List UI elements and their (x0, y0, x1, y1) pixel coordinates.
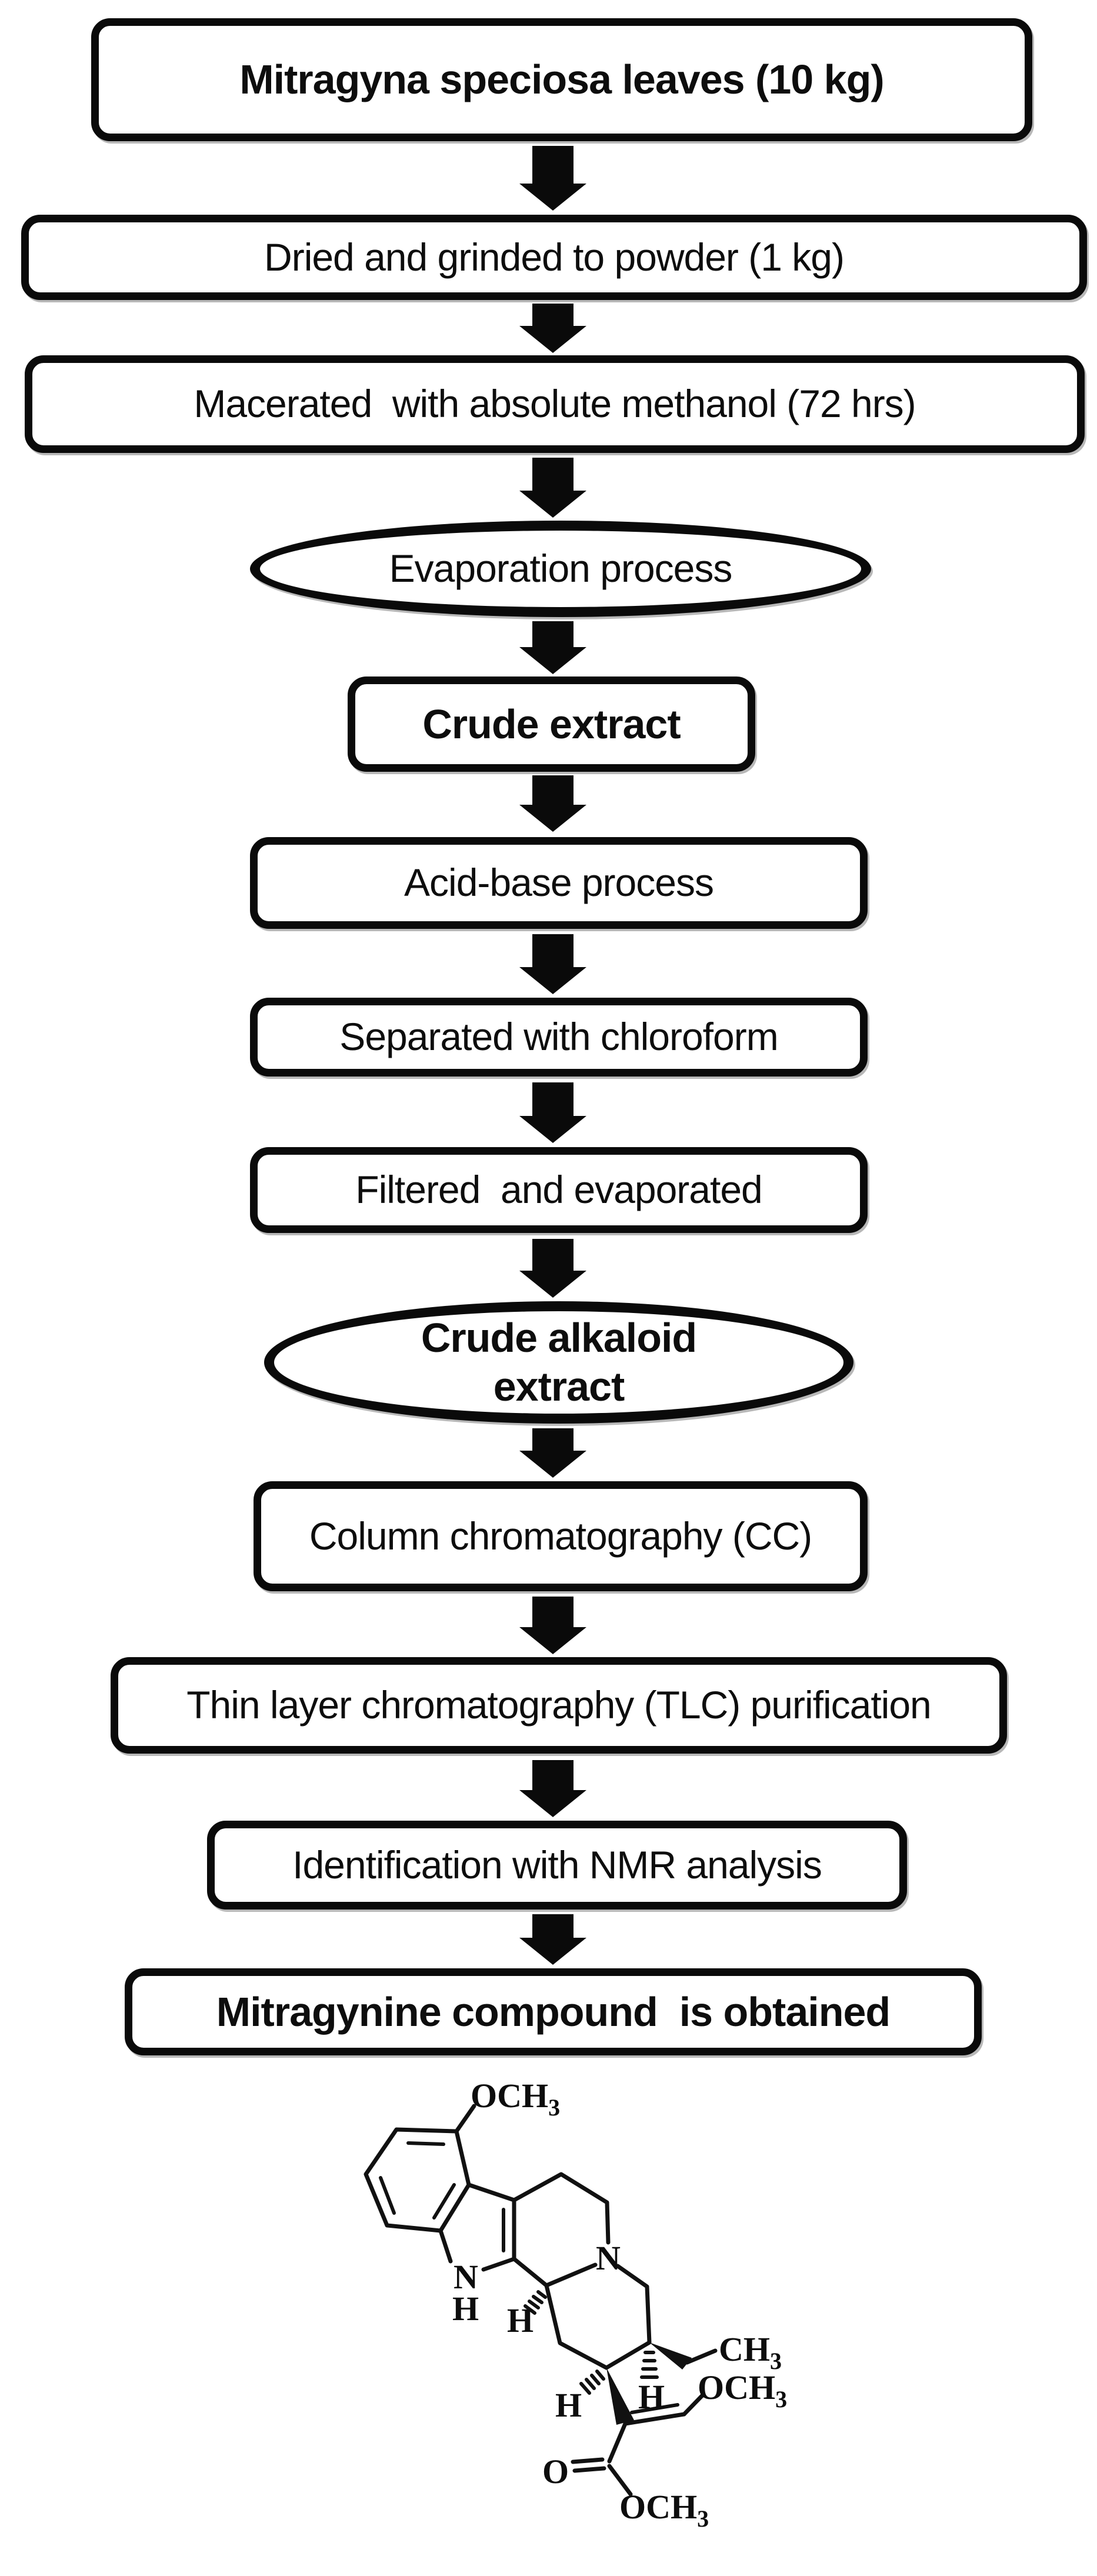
flow-node-label: Column chromatography (CC) (309, 1514, 812, 1558)
flow-node-leaves: Mitragyna speciosa leaves (10 kg) (91, 18, 1032, 141)
atom-label-h-c20: H (638, 2378, 665, 2416)
ring-c-bond (512, 2172, 611, 2245)
down-arrow (519, 458, 586, 518)
flow-node-label: Separated with chloroform (339, 1015, 778, 1059)
flow-node-acid-base: Acid-base process (250, 837, 868, 929)
stereo-hash-bond (640, 2351, 659, 2379)
flow-node-crude-extract: Crude extract (348, 677, 755, 772)
down-arrow (519, 934, 586, 994)
enol-double-bond (623, 2412, 686, 2426)
ester-o-bond (607, 2464, 633, 2497)
flow-node-filtered: Filtered and evaporated (250, 1147, 868, 1233)
aromatic-inner-bond (406, 2141, 445, 2146)
ethyl-bond (685, 2348, 718, 2365)
flow-node-label: Mitragyna speciosa leaves (10 kg) (239, 56, 884, 103)
down-arrow (519, 775, 586, 832)
atom-label-h-c3: H (507, 2301, 534, 2340)
flow-node-label: Mitragynine compound is obtained (216, 1988, 891, 2035)
flow-node-separated: Separated with chloroform (250, 998, 868, 1077)
flow-node-label: Identification with NMR analysis (292, 1842, 822, 1887)
flow-node-label: Crude extract (422, 701, 681, 747)
flow-node-label: Filtered and evaporated (355, 1168, 762, 1212)
atom-label-och3-enol: OCH3 (698, 2368, 787, 2412)
methoxy-bond (454, 2104, 476, 2134)
carbonyl-double-bond (571, 2457, 605, 2464)
atom-label-ch3-ethyl: CH3 (719, 2330, 782, 2374)
flow-node-label: Macerated with absolute methanol (72 hrs… (194, 382, 916, 426)
flow-node-tlc-purification: Thin layer chromatography (TLC) purifica… (111, 1657, 1007, 1754)
wedge-bond-ethyl (649, 2342, 692, 2370)
flow-node-column-chromatography: Column chromatography (CC) (254, 1481, 868, 1591)
atom-label-och3-top: OCH3 (471, 2082, 560, 2121)
flow-node-evaporation: Evaporation process (250, 521, 871, 617)
atom-label-h-indole: H (452, 2290, 479, 2328)
atom-label-h-c15: H (555, 2386, 582, 2424)
flow-node-macerated: Macerated with absolute methanol (72 hrs… (25, 355, 1085, 453)
stereo-hash-bond (579, 2370, 605, 2395)
mitragynine-structure: OCH3 N H N H CH3 OCH3 H H O OCH3 (364, 2082, 787, 2530)
aromatic-inner-bond (432, 2183, 456, 2220)
ring-d-bond (544, 2264, 652, 2370)
pyrrole-ring-bond (438, 2228, 453, 2264)
pyrrole-ring-bond (466, 2182, 516, 2272)
down-arrow (519, 146, 586, 211)
wedge-bond-acrylate (606, 2368, 634, 2425)
flow-node-label: Acid-base process (404, 861, 714, 905)
flow-node-label: Crude alkaloid extract (421, 1315, 697, 1409)
down-arrow (519, 1239, 586, 1298)
down-arrow (519, 1597, 586, 1654)
atom-label-och3-ester: OCH3 (619, 2488, 709, 2530)
down-arrow (519, 1760, 586, 1817)
flow-node-dried: Dried and grinded to powder (1 kg) (21, 215, 1087, 300)
enol-methoxy-bond (682, 2392, 706, 2417)
atom-label-n-indole: N (454, 2258, 478, 2296)
aromatic-inner-bond (379, 2176, 396, 2215)
flow-node-nmr-identification: Identification with NMR analysis (207, 1821, 907, 1909)
down-arrow (519, 1082, 586, 1143)
atom-label-n-ring: N (596, 2239, 621, 2277)
ester-bond (607, 2421, 628, 2464)
stereo-hash-bond (524, 2290, 547, 2315)
carbonyl-double-bond (572, 2466, 606, 2473)
down-arrow (519, 304, 586, 353)
down-arrow (519, 1914, 586, 1965)
flow-node-mitragynine-obtained: Mitragynine compound is obtained (125, 1968, 982, 2055)
flow-node-crude-alkaloid: Crude alkaloid extract (264, 1301, 853, 1424)
flow-node-label: Thin layer chromatography (TLC) purifica… (186, 1683, 932, 1727)
flow-node-label: Evaporation process (389, 546, 733, 591)
ring-c-bond (512, 2257, 598, 2288)
down-arrow (519, 1428, 586, 1478)
flow-node-label: Dried and grinded to powder (1 kg) (264, 235, 845, 279)
down-arrow (519, 621, 586, 674)
enol-double-bond-inner (630, 2403, 679, 2414)
atom-label-o-carbonyl: O (542, 2452, 569, 2491)
